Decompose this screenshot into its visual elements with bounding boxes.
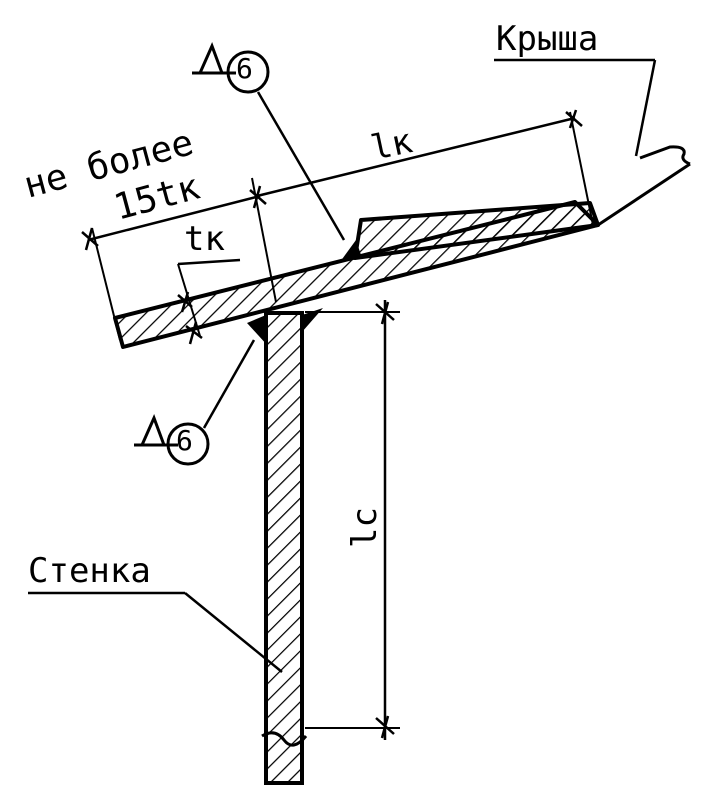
roof-overlap-plate <box>353 201 600 260</box>
label-lc: lс <box>345 507 385 548</box>
label-tk: tк <box>184 219 225 259</box>
wall-plate <box>261 311 308 785</box>
weld-size-bottom: 6 <box>176 424 193 457</box>
leader-wall: Стенка <box>28 551 283 673</box>
weld-symbol-top: 6 <box>192 42 346 241</box>
label-lk: lк <box>368 121 416 169</box>
weld-size-top: 6 <box>236 52 253 85</box>
label-wall: Стенка <box>28 551 151 591</box>
dimension-lk: lк <box>256 109 594 226</box>
label-roof: Крыша <box>496 19 598 59</box>
weld-symbol-bottom: 6 <box>134 339 256 466</box>
weld-fillets <box>247 240 362 346</box>
dimension-lc: lс <box>305 300 400 740</box>
dimension-tk: tк <box>177 219 241 345</box>
leader-roof: Крыша <box>494 19 657 157</box>
